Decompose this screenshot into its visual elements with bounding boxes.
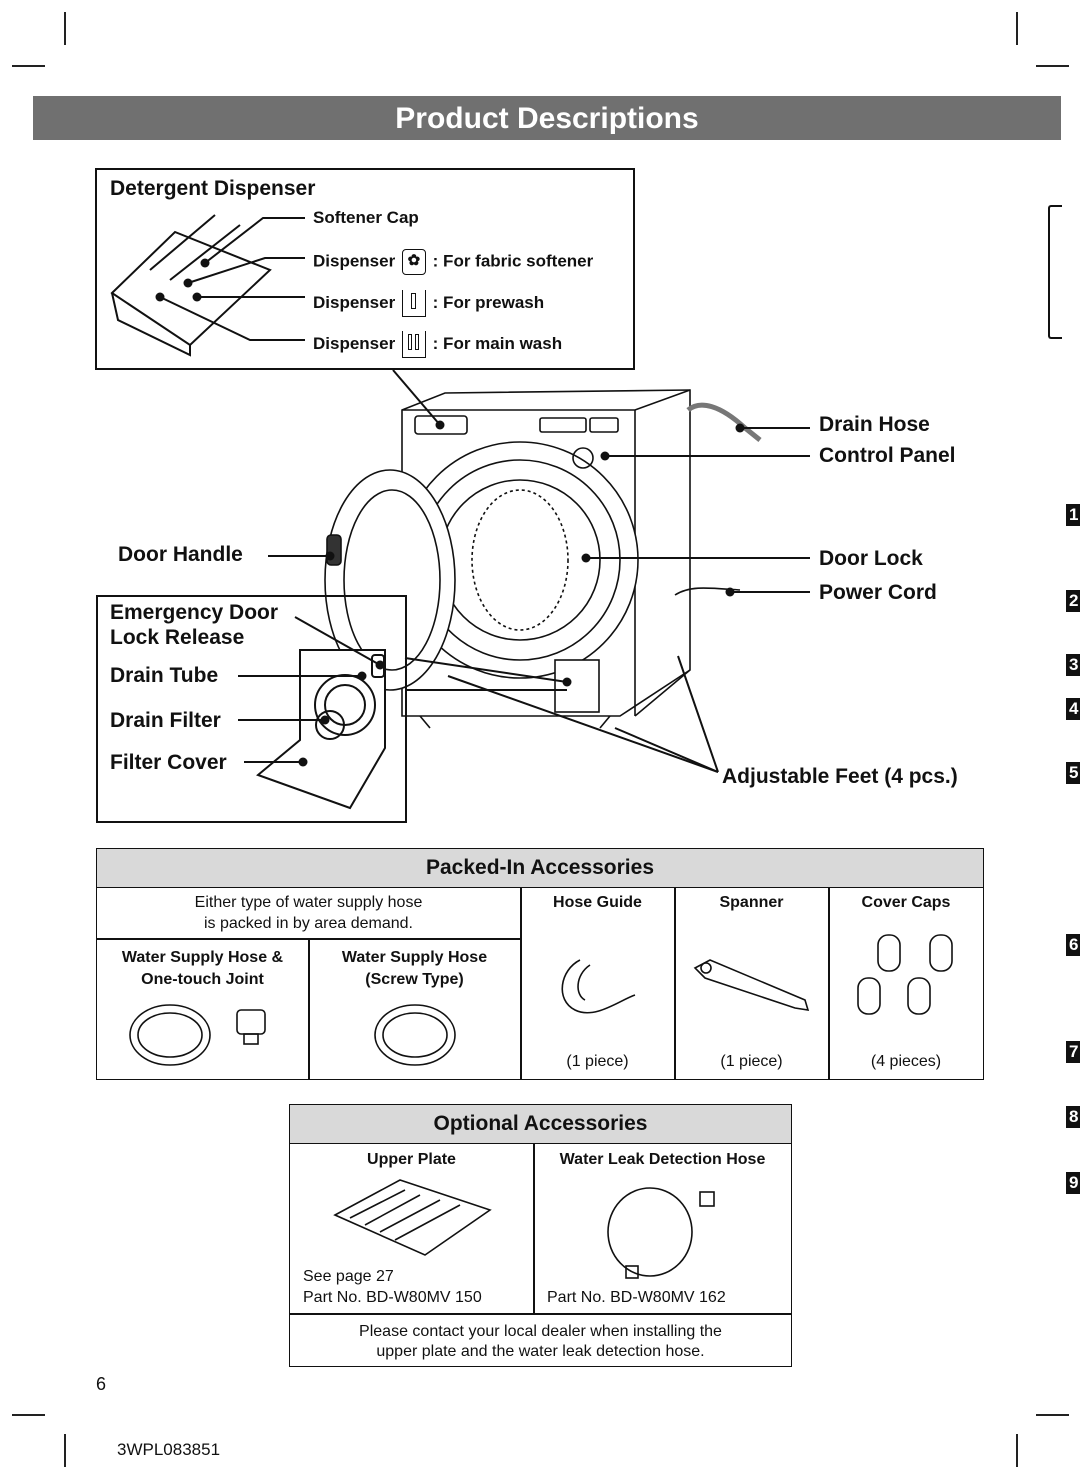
hose-guide-qty: (1 piece) <box>566 1053 629 1070</box>
packed-accessories-table <box>96 848 984 1080</box>
crop-mark <box>1036 65 1069 67</box>
spanner-heading: Spanner <box>719 894 784 911</box>
leak-hose-heading: Water Leak Detection Hose <box>559 1151 766 1168</box>
flower-icon: ✿ <box>401 249 426 275</box>
adjustable-feet-label: Adjustable Feet (4 pcs.) <box>722 765 958 788</box>
page-title: Product Descriptions <box>33 96 1061 140</box>
crop-mark <box>12 65 45 67</box>
divider <box>533 1143 535 1314</box>
emergency-panel-box <box>96 595 407 823</box>
side-tab: 1 <box>1066 504 1080 526</box>
packed-accessories-title: Packed-In Accessories <box>97 849 983 888</box>
prewash-icon <box>401 290 426 317</box>
control-panel-label: Control Panel <box>819 444 956 467</box>
side-bracket <box>1048 205 1062 339</box>
crop-mark <box>12 1414 45 1416</box>
divider <box>290 1313 791 1315</box>
divider <box>828 887 830 1080</box>
side-tab: 9 <box>1066 1172 1080 1194</box>
drain-tube-label: Drain Tube <box>110 664 219 687</box>
drain-filter-label: Drain Filter <box>110 709 221 732</box>
detergent-dispenser-title: Detergent Dispenser <box>110 177 316 200</box>
divider <box>308 939 310 1080</box>
crop-mark <box>64 12 66 45</box>
dispenser-mainwash-label: Dispenser : For main wash <box>313 331 562 358</box>
crop-mark <box>1016 12 1018 45</box>
lock-release-label: Lock Release <box>110 626 245 649</box>
side-tab: 3 <box>1066 654 1080 676</box>
side-tab: 5 <box>1066 762 1080 784</box>
either-type-note: Either type of water supply hose is pack… <box>194 894 423 932</box>
divider <box>520 887 522 1080</box>
crop-mark <box>1016 1434 1018 1467</box>
hose-guide-heading: Hose Guide <box>553 894 642 911</box>
hose-screw-heading: Water Supply Hose (Screw Type) <box>341 949 488 988</box>
optional-accessories-table <box>289 1104 792 1367</box>
dealer-contact-note: Please contact your local dealer when in… <box>359 1323 722 1360</box>
filter-cover-label: Filter Cover <box>110 751 227 774</box>
divider <box>674 887 676 1080</box>
cover-caps-heading: Cover Caps <box>861 894 951 911</box>
upper-plate-part-no: Part No. BD-W80MV 150 <box>303 1289 482 1306</box>
see-page-note: See page 27 <box>303 1268 394 1285</box>
doc-code: 3WPL083851 <box>117 1440 221 1459</box>
mainwash-icon <box>401 331 426 358</box>
optional-accessories-title: Optional Accessories <box>290 1105 791 1144</box>
detergent-dispenser-box <box>95 168 635 370</box>
page-number: 6 <box>96 1374 107 1394</box>
softener-cap-label: Softener Cap <box>313 208 419 227</box>
divider <box>97 938 520 940</box>
dispenser-softener-label: Dispenser ✿ : For fabric softener <box>313 249 593 275</box>
door-lock-label: Door Lock <box>819 547 923 570</box>
leak-hose-part-no: Part No. BD-W80MV 162 <box>547 1289 726 1306</box>
side-tab: 6 <box>1066 934 1080 956</box>
door-handle-label: Door Handle <box>118 543 243 566</box>
power-cord-label: Power Cord <box>819 581 937 604</box>
dispenser-prewash-label: Dispenser : For prewash <box>313 290 544 317</box>
crop-mark <box>1036 1414 1069 1416</box>
upper-plate-heading: Upper Plate <box>367 1151 456 1168</box>
drain-hose-label: Drain Hose <box>819 413 930 436</box>
crop-mark <box>64 1434 66 1467</box>
hose-onetouch-heading: Water Supply Hose & One-touch Joint <box>121 949 284 988</box>
spanner-qty: (1 piece) <box>720 1053 783 1070</box>
side-tab: 4 <box>1066 698 1080 720</box>
side-tab: 8 <box>1066 1106 1080 1128</box>
emergency-door-label: Emergency Door <box>110 601 279 624</box>
side-tab: 2 <box>1066 590 1080 612</box>
side-tab: 7 <box>1066 1041 1080 1063</box>
cover-caps-qty: (4 pieces) <box>870 1053 942 1070</box>
